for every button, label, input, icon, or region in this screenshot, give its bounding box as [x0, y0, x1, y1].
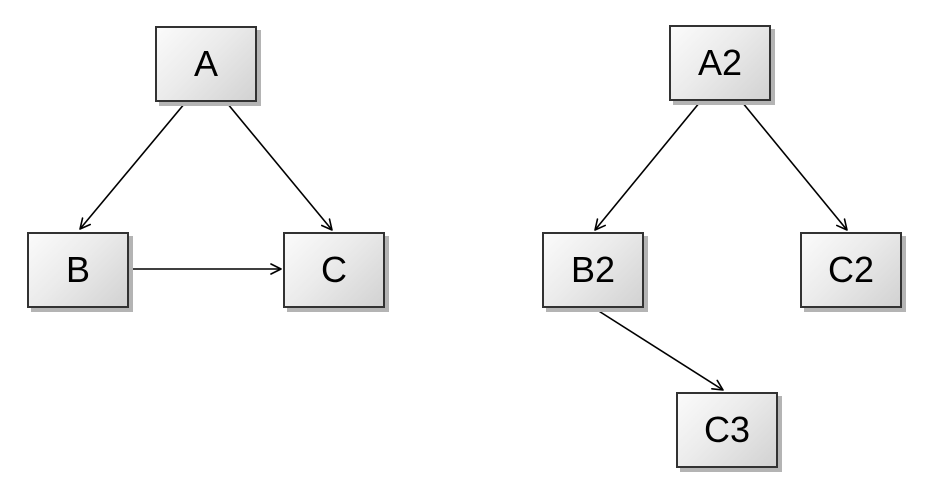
edge-A2-B2[interactable]	[594, 101, 701, 231]
node-C-label: C	[321, 249, 347, 290]
node-C3-label: C3	[703, 409, 751, 450]
node-B[interactable]: B	[27, 232, 129, 308]
edge-B2-C3[interactable]	[593, 307, 724, 391]
node-C[interactable]: C	[283, 232, 385, 308]
node-B-label: B	[65, 249, 90, 290]
node-B2-label: B2	[570, 249, 616, 290]
edge-A-C[interactable]	[226, 102, 333, 231]
node-A-label: A	[193, 43, 218, 84]
node-A[interactable]: A	[155, 26, 257, 102]
node-B2[interactable]: B2	[542, 232, 644, 308]
edge-A-B[interactable]	[79, 102, 186, 230]
node-A2-label: A2	[697, 42, 743, 83]
node-A2[interactable]: A2	[669, 25, 771, 101]
node-C3[interactable]: C3	[676, 392, 778, 468]
node-C2[interactable]: C2	[800, 232, 902, 308]
edge-A2-C2[interactable]	[741, 101, 848, 231]
node-C2-label: C2	[827, 249, 875, 290]
